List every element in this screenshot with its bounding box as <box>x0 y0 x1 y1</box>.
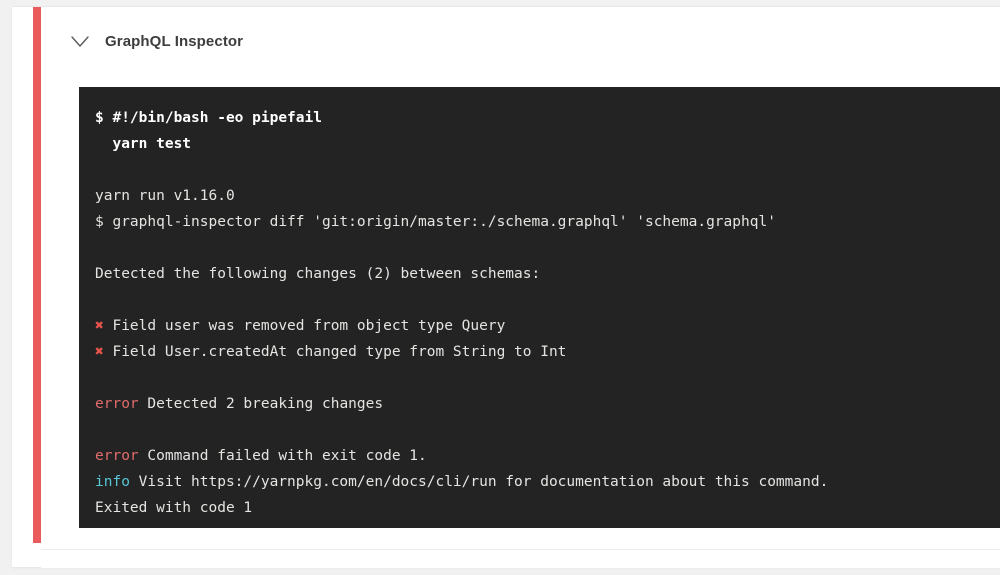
card-divider <box>41 549 1000 550</box>
terminal-line-out-1: yarn run v1.16.0 <box>95 183 1000 209</box>
terminal-line-change-2: ✖ Field User.createdAt changed type from… <box>95 339 1000 365</box>
terminal-line-blank-1 <box>95 157 1000 183</box>
terminal-segment: ✖ <box>95 318 104 334</box>
terminal-segment: error <box>95 396 139 412</box>
terminal-line-blank-5 <box>95 417 1000 443</box>
terminal-line-blank-4 <box>95 365 1000 391</box>
terminal-line-cmd-2: yarn test <box>95 131 1000 157</box>
terminal-lines: $ #!/bin/bash -eo pipefail yarn test yarn… <box>79 105 1000 521</box>
terminal-segment: Detected 2 breaking changes <box>138 396 384 412</box>
terminal-line-exit-1: Exited with code 1 <box>95 495 1000 521</box>
terminal-line-cmd-1: $ #!/bin/bash -eo pipefail <box>95 105 1000 131</box>
terminal-log[interactable]: $ #!/bin/bash -eo pipefail yarn test yarn… <box>79 87 1000 528</box>
job-header[interactable]: GraphQL Inspector <box>41 7 1000 75</box>
terminal-segment: error <box>95 448 139 464</box>
terminal-segment: ✖ <box>95 344 104 360</box>
terminal-segment: Exited with code 1 <box>95 500 253 516</box>
job-title: GraphQL Inspector <box>105 32 244 50</box>
terminal-segment: yarn run v1.16.0 <box>95 188 235 204</box>
terminal-segment: Field user was removed from object type … <box>103 318 506 334</box>
terminal-segment: Detected the following changes (2) betwe… <box>95 266 541 282</box>
job-status-bar <box>33 7 41 543</box>
terminal-segment: yarn test <box>95 136 192 152</box>
terminal-line-blank-3 <box>95 287 1000 313</box>
terminal-segment: Field User.createdAt changed type from S… <box>103 344 567 360</box>
terminal-line-out-3: Detected the following changes (2) betwe… <box>95 261 1000 287</box>
job-card: GraphQL Inspector $ #!/bin/bash -eo pipe… <box>12 6 1000 568</box>
terminal-segment: Command failed with exit code 1. <box>138 448 427 464</box>
terminal-line-out-2: $ graphql-inspector diff 'git:origin/mas… <box>95 209 1000 235</box>
left-gutter <box>0 0 11 575</box>
chevron-down-icon[interactable] <box>67 28 93 54</box>
terminal-segment: $ graphql-inspector diff 'git:origin/mas… <box>95 214 776 230</box>
terminal-segment: Visit https://yarnpkg.com/en/docs/cli/ru… <box>129 474 829 490</box>
terminal-line-err-1: error Detected 2 breaking changes <box>95 391 1000 417</box>
terminal-line-change-1: ✖ Field user was removed from object typ… <box>95 313 1000 339</box>
terminal-segment: info <box>95 474 130 490</box>
terminal-segment: $ #!/bin/bash -eo pipefail <box>95 110 322 126</box>
terminal-line-blank-2 <box>95 235 1000 261</box>
terminal-line-err-2: error Command failed with exit code 1. <box>95 443 1000 469</box>
terminal-line-info-1: info Visit https://yarnpkg.com/en/docs/c… <box>95 469 1000 495</box>
card-footer <box>41 550 1000 568</box>
